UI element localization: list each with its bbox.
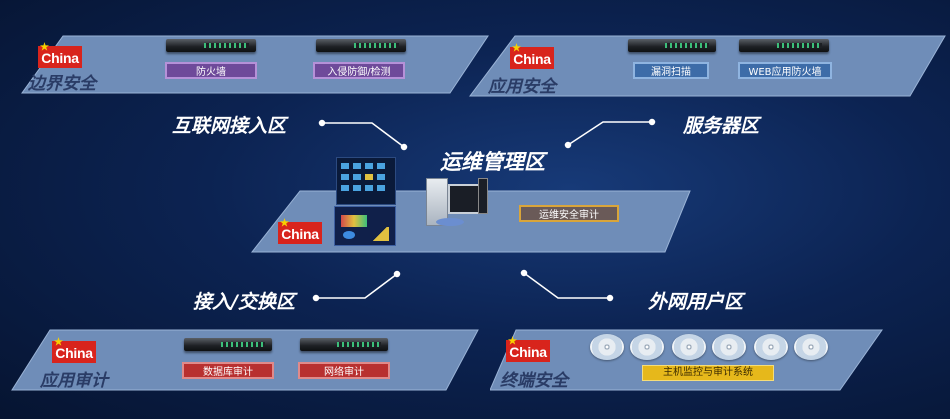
net-audit-device-icon — [300, 338, 388, 351]
platform-app-security: ★China 应用安全 漏洞扫描 WEB应用防火墙 — [460, 0, 950, 100]
zone-ops-title: 运维管理区 — [440, 150, 545, 174]
china-flag: ★China — [38, 42, 82, 68]
ops-audit-label: 运维安全审计 — [519, 205, 619, 222]
flag-text: China — [55, 345, 93, 361]
ids-label: 入侵防御/检测 — [313, 62, 405, 79]
host-monitor-label: 主机监控与审计系统 — [642, 365, 774, 381]
monitor-wall-icon — [336, 157, 396, 205]
cd-icon — [754, 334, 788, 360]
cd-icon — [590, 334, 624, 360]
star-icon: ★ — [54, 337, 63, 348]
cd-icon — [630, 334, 664, 360]
star-icon: ★ — [280, 218, 289, 229]
star-icon: ★ — [40, 42, 49, 53]
star-icon: ★ — [508, 336, 517, 347]
cd-icon — [794, 334, 828, 360]
platform-title: 终端安全 — [500, 371, 568, 391]
ids-device-icon — [316, 39, 406, 52]
platform-border-security: ★China 边界安全 防火墙 入侵防御/检测 — [0, 0, 500, 100]
china-flag: ★China — [278, 218, 322, 244]
cd-icon — [672, 334, 706, 360]
dashboard-icon — [334, 206, 396, 246]
waf-device-icon — [739, 39, 829, 52]
star-icon: ★ — [512, 43, 521, 54]
platform-app-audit: ★China 应用审计 数据库审计 网络审计 — [0, 320, 490, 419]
china-flag: ★China — [510, 43, 554, 69]
platform-title: 应用安全 — [488, 77, 556, 97]
db-audit-device-icon — [184, 338, 272, 351]
firewall-label: 防火墙 — [165, 62, 257, 79]
platform-title: 应用审计 — [40, 371, 108, 391]
platform-terminal-security: ★China 终端安全 主机监控与审计系统 — [490, 320, 950, 419]
zone-server: 服务器区 — [683, 115, 760, 137]
scanner-device-icon — [628, 39, 716, 52]
china-flag: ★China — [52, 337, 96, 363]
waf-label: WEB应用防火墙 — [738, 62, 832, 79]
net-audit-label: 网络审计 — [298, 362, 390, 379]
zone-external: 外网用户区 — [648, 291, 744, 313]
zone-access: 接入/交换区 — [193, 291, 295, 313]
flag-text: China — [513, 51, 551, 67]
workstation-icon — [426, 174, 488, 230]
flag-text: China — [281, 226, 319, 242]
zone-internet: 互联网接入区 — [172, 115, 287, 137]
scanner-label: 漏洞扫描 — [633, 62, 709, 79]
flag-text: China — [509, 344, 547, 360]
firewall-device-icon — [166, 39, 256, 52]
cd-icon — [712, 334, 746, 360]
flag-text: China — [41, 50, 79, 66]
platform-title: 边界安全 — [28, 74, 96, 94]
db-audit-label: 数据库审计 — [182, 362, 274, 379]
platform-ops: 运维管理区 ★China 运维安全审计 — [240, 140, 700, 260]
china-flag: ★China — [506, 336, 550, 362]
